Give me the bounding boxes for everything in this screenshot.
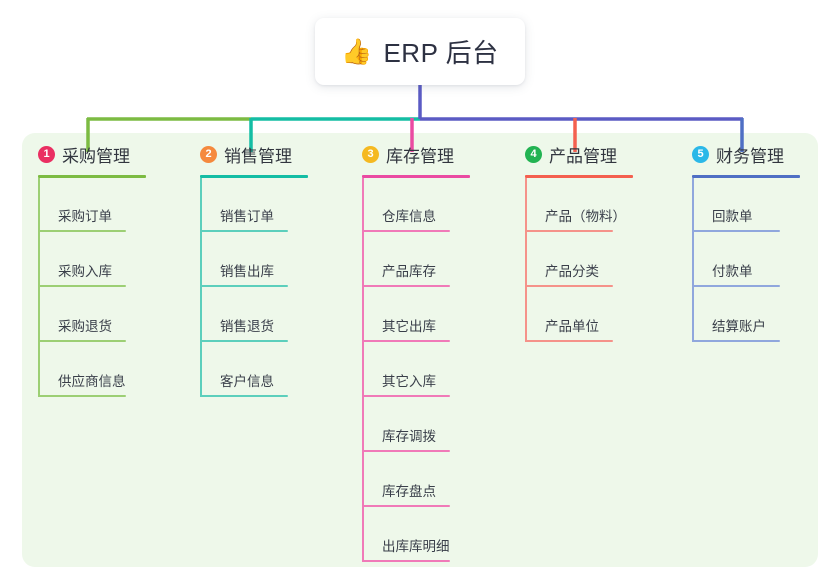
column-header-4[interactable]: 4 产品管理: [509, 133, 617, 175]
leaf-item[interactable]: 销售出库: [200, 248, 310, 303]
leaf-item-label: 其它出库: [382, 319, 436, 334]
column-number-badge: 1: [38, 145, 55, 163]
leaf-item-rule: [362, 505, 450, 507]
column-header-2[interactable]: 2 销售管理: [184, 133, 292, 175]
diagram-panel: [22, 133, 818, 567]
leaf-item-rule: [200, 340, 288, 342]
leaf-item-label: 销售出库: [220, 264, 274, 279]
leaf-item[interactable]: 产品分类: [525, 248, 635, 303]
thumbs-up-icon: 👍: [341, 38, 373, 66]
leaf-item[interactable]: 采购入库: [38, 248, 148, 303]
leaf-item-rule: [38, 285, 126, 287]
root-node-content: 👍 ERP 后台: [341, 33, 498, 70]
leaf-item-label: 结算账户: [712, 319, 766, 334]
column-title: 产品管理: [549, 146, 617, 166]
column-header-rule: [692, 175, 800, 178]
column-title: 销售管理: [224, 146, 292, 166]
leaf-item-label: 产品（物料）: [545, 209, 626, 224]
leaf-item-label: 采购订单: [58, 209, 112, 224]
column-number-badge: 4: [525, 145, 542, 163]
leaf-item[interactable]: 销售退货: [200, 303, 310, 358]
leaf-item-label: 供应商信息: [58, 374, 126, 389]
leaf-item-rule: [692, 230, 780, 232]
leaf-item[interactable]: 其它出库: [362, 303, 472, 358]
column-header-rule: [200, 175, 308, 178]
leaf-item-label: 库存调拨: [382, 429, 436, 444]
leaf-item-rule: [692, 340, 780, 342]
leaf-item-rule: [200, 285, 288, 287]
root-node-card[interactable]: 👍 ERP 后台: [315, 18, 525, 85]
leaf-item-label: 产品单位: [545, 319, 599, 334]
leaf-item-rule: [525, 285, 613, 287]
leaf-item-rule: [38, 395, 126, 397]
leaf-item-rule: [692, 285, 780, 287]
leaf-item-rule: [525, 340, 613, 342]
leaf-item[interactable]: 其它入库: [362, 358, 472, 413]
column-spine: [362, 178, 364, 562]
leaf-item-rule: [38, 230, 126, 232]
column-header-rule: [362, 175, 470, 178]
leaf-item-rule: [362, 450, 450, 452]
leaf-item[interactable]: 产品（物料）: [525, 193, 635, 248]
leaf-item-rule: [200, 395, 288, 397]
leaf-item-label: 产品分类: [545, 264, 599, 279]
leaf-item-rule: [362, 340, 450, 342]
leaf-item[interactable]: 产品单位: [525, 303, 635, 358]
column-spine: [200, 178, 202, 397]
leaf-item[interactable]: 库存调拨: [362, 413, 472, 468]
leaf-item-rule: [362, 395, 450, 397]
leaf-item[interactable]: 结算账户: [692, 303, 802, 358]
leaf-item-rule: [362, 560, 450, 562]
leaf-item-label: 库存盘点: [382, 484, 436, 499]
column-header-5[interactable]: 5 财务管理: [676, 133, 784, 175]
leaf-item-rule: [362, 285, 450, 287]
leaf-item-label: 采购入库: [58, 264, 112, 279]
leaf-item[interactable]: 仓库信息: [362, 193, 472, 248]
column-number-badge: 5: [692, 145, 709, 163]
leaf-item-label: 销售退货: [220, 319, 274, 334]
column-3: 3 库存管理仓库信息产品库存其它出库其它入库库存调拨库存盘点出库库明细: [346, 133, 470, 562]
column-4: 4 产品管理产品（物料） 产品分类产品单位: [509, 133, 633, 342]
leaf-item-rule: [362, 230, 450, 232]
leaf-item[interactable]: 回款单: [692, 193, 802, 248]
leaf-item[interactable]: 采购订单: [38, 193, 148, 248]
column-number-badge: 2: [200, 145, 217, 163]
leaf-item-label: 仓库信息: [382, 209, 436, 224]
leaf-item-label: 客户信息: [220, 374, 274, 389]
column-1: 1 采购管理采购订单采购入库采购退货供应商信息: [22, 133, 146, 397]
leaf-item-label: 销售订单: [220, 209, 274, 224]
leaf-item-rule: [38, 340, 126, 342]
leaf-item[interactable]: 采购退货: [38, 303, 148, 358]
leaf-item-label: 付款单: [712, 264, 753, 279]
leaf-item-label: 采购退货: [58, 319, 112, 334]
leaf-item-rule: [200, 230, 288, 232]
leaf-item[interactable]: 产品库存: [362, 248, 472, 303]
leaf-item-label: 产品库存: [382, 264, 436, 279]
leaf-item[interactable]: 销售订单: [200, 193, 310, 248]
leaf-item-label: 其它入库: [382, 374, 436, 389]
column-2: 2 销售管理销售订单销售出库销售退货客户信息: [184, 133, 308, 397]
leaf-item-label: 回款单: [712, 209, 753, 224]
leaf-item-rule: [525, 230, 613, 232]
column-header-3[interactable]: 3 库存管理: [346, 133, 454, 175]
leaf-item[interactable]: 客户信息: [200, 358, 310, 413]
root-node-title: ERP 后台: [383, 38, 499, 68]
column-title: 采购管理: [62, 146, 130, 166]
column-header-rule: [38, 175, 146, 178]
column-spine: [38, 178, 40, 397]
leaf-item[interactable]: 出库库明细: [362, 523, 472, 578]
column-spine: [525, 178, 527, 342]
leaf-item[interactable]: 付款单: [692, 248, 802, 303]
column-header-rule: [525, 175, 633, 178]
column-5: 5 财务管理回款单付款单结算账户: [676, 133, 800, 342]
column-number-badge: 3: [362, 145, 379, 163]
leaf-item-label: 出库库明细: [382, 539, 450, 554]
column-spine: [692, 178, 694, 342]
column-title: 库存管理: [386, 146, 454, 166]
column-header-1[interactable]: 1 采购管理: [22, 133, 130, 175]
leaf-item[interactable]: 供应商信息: [38, 358, 148, 413]
column-title: 财务管理: [716, 146, 784, 166]
leaf-item[interactable]: 库存盘点: [362, 468, 472, 523]
